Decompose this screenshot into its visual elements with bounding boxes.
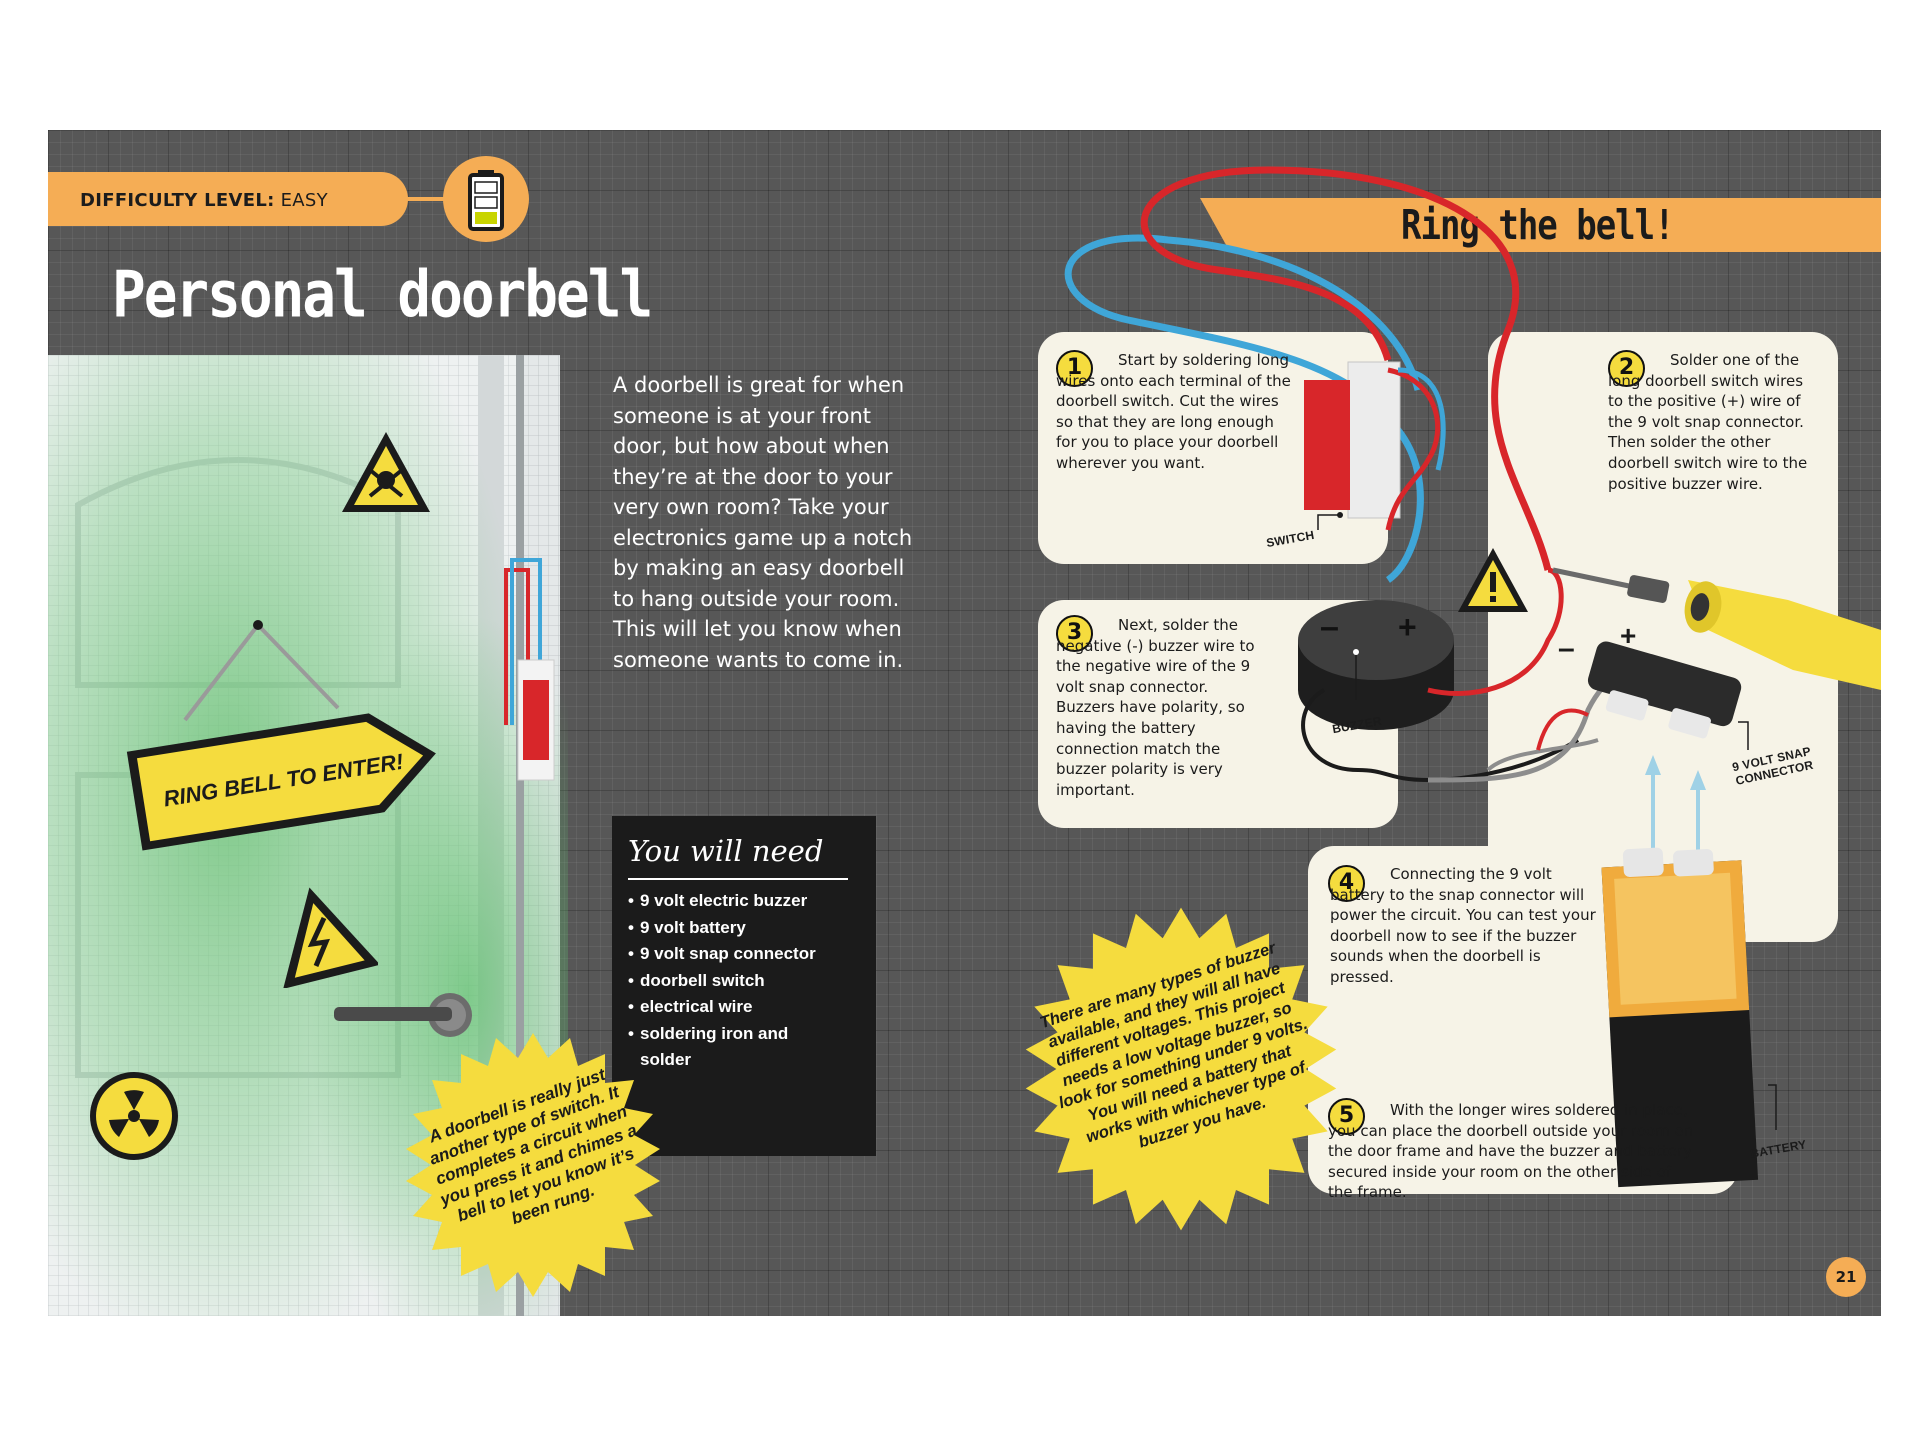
list-item: •9 volt snap connector bbox=[628, 944, 816, 963]
page-number: 21 bbox=[1826, 1257, 1866, 1297]
svg-text:+: + bbox=[1398, 609, 1417, 645]
intro-paragraph: A doorbell is great for when someone is … bbox=[613, 373, 913, 672]
list-item: •doorbell switch bbox=[628, 970, 765, 990]
caution-icon bbox=[1458, 548, 1528, 612]
step-text-1: Start by soldering long wires onto each … bbox=[1056, 351, 1291, 472]
list-item: •9 volt electric buzzer bbox=[628, 891, 808, 910]
high-voltage-icon bbox=[283, 887, 378, 988]
radiation-icon bbox=[90, 1072, 178, 1160]
battery-level-icon bbox=[468, 170, 504, 231]
circuit-diagram: – + – + bbox=[1064, 166, 1881, 1188]
difficulty-level: DIFFICULTY LEVEL: EASY bbox=[80, 190, 328, 211]
step-number-2: 2 bbox=[1608, 350, 1645, 387]
door-sign: RING BELL TO ENTER! bbox=[126, 620, 436, 851]
difficulty-bar bbox=[48, 172, 408, 226]
step-number-4: 4 bbox=[1328, 865, 1365, 902]
step-text-2: Solder one of the long doorbell switch w… bbox=[1608, 351, 1808, 493]
page-title: Personal doorbell bbox=[112, 258, 653, 333]
list-item: •soldering iron and solder bbox=[628, 1023, 789, 1070]
list-item: •electrical wire bbox=[628, 997, 753, 1016]
you-will-need-box: You will need •9 volt electric buzzer •9… bbox=[612, 816, 876, 1156]
svg-text:–: – bbox=[1558, 632, 1575, 665]
toxic-warning-icon bbox=[342, 432, 430, 512]
section-ribbon bbox=[1200, 198, 1881, 252]
supply-list: •9 volt electric buzzer •9 volt battery … bbox=[628, 888, 858, 1074]
difficulty-connector bbox=[406, 197, 446, 201]
svg-text:–: – bbox=[1320, 608, 1339, 646]
door-handle bbox=[334, 993, 472, 1037]
burst-right-shape bbox=[1025, 907, 1337, 1231]
svg-text:+: + bbox=[1620, 620, 1636, 651]
door-frame-switch bbox=[504, 558, 555, 781]
step-number-3: 3 bbox=[1056, 615, 1093, 652]
divider bbox=[628, 878, 848, 880]
step-text-3: Next, solder the negative (-) buzzer wir… bbox=[1056, 616, 1255, 799]
step-text-4: Connecting the 9 volt battery to the sna… bbox=[1330, 865, 1596, 986]
battery-level-badge bbox=[443, 156, 529, 242]
list-item: •9 volt battery bbox=[628, 917, 746, 937]
page-spread: DIFFICULTY LEVEL: EASY Personal doorbell bbox=[48, 130, 1881, 1316]
burst-left-shape bbox=[406, 1033, 660, 1297]
section-title: Ring the bell! bbox=[1401, 202, 1675, 250]
step-number-1: 1 bbox=[1056, 350, 1093, 387]
step-number-5: 5 bbox=[1328, 1098, 1365, 1135]
step-text-5: With the longer wires soldered in place,… bbox=[1328, 1101, 1694, 1202]
you-will-need-title: You will need bbox=[628, 834, 824, 868]
